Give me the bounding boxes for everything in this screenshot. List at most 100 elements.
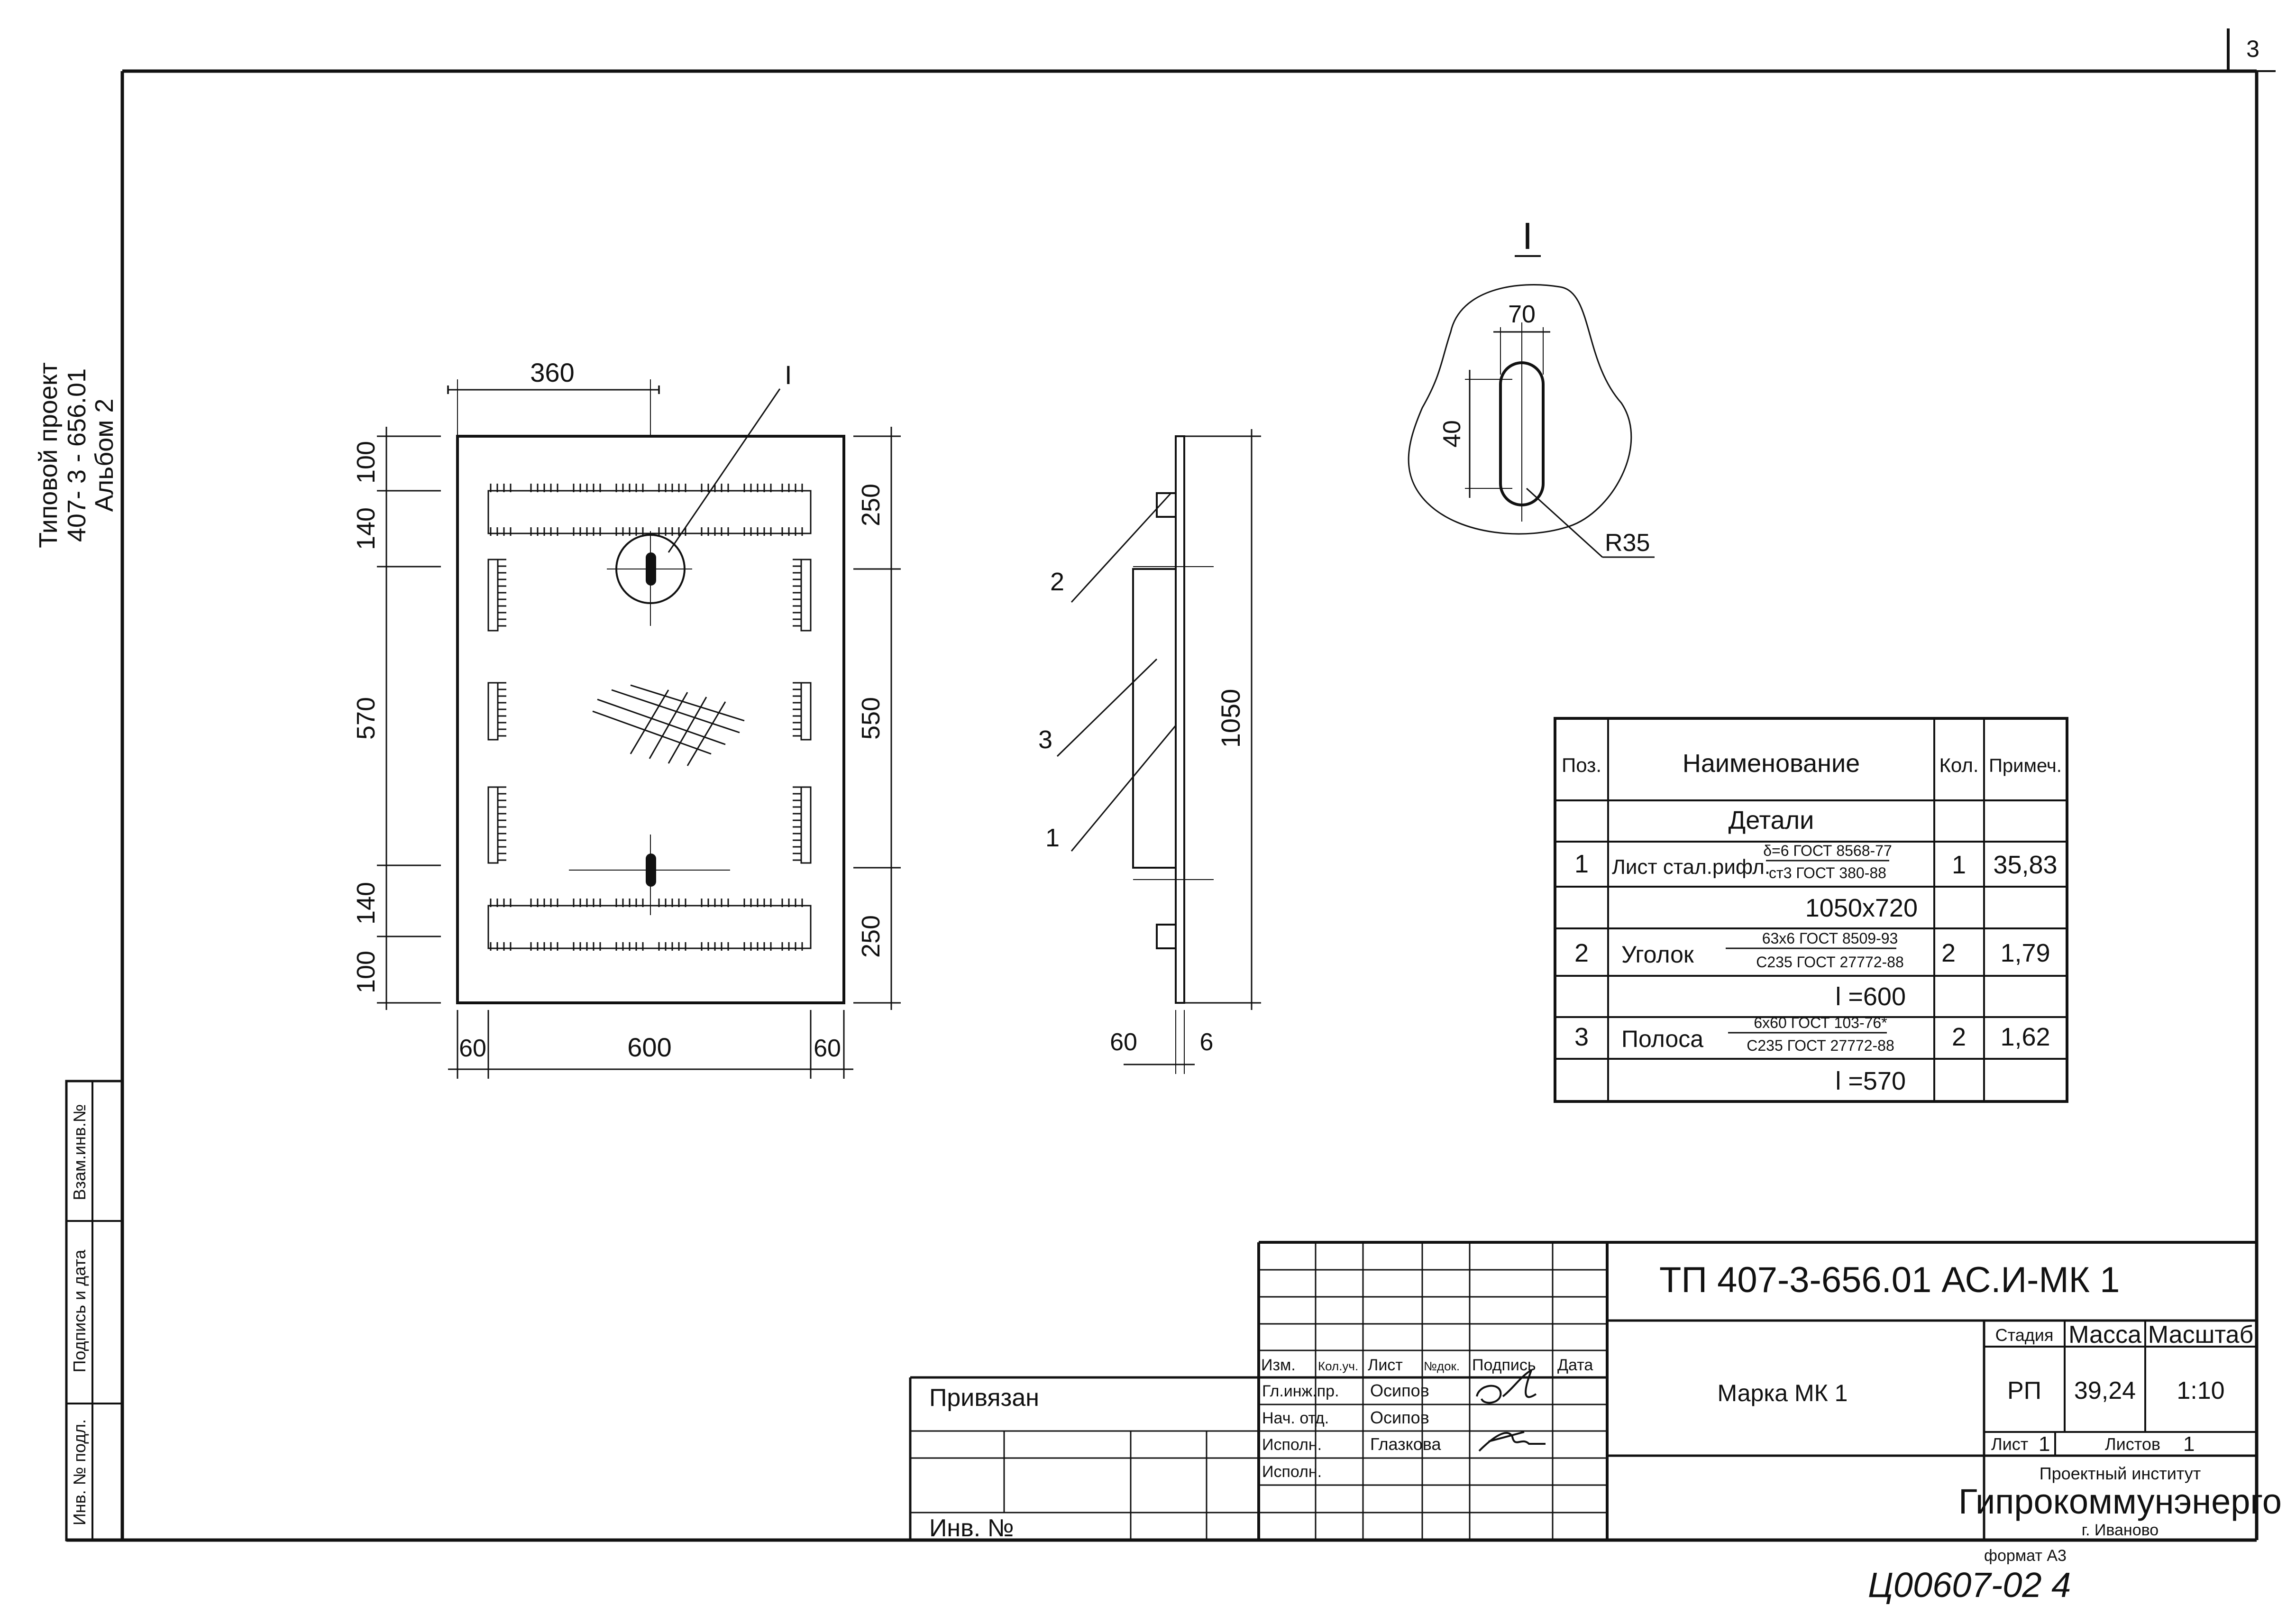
spec-row1-pos: 1 (1574, 850, 1589, 878)
spec-row1-num: δ=6 ГОСТ 8568-77 (1763, 842, 1892, 859)
tb-mass-header: Масса (2068, 1321, 2141, 1349)
stamp-vzam: Взам.инв.№ (70, 1104, 89, 1200)
tb-role-3: Исполн. (1262, 1436, 1322, 1454)
tb-stage-header: Стадия (1995, 1325, 2054, 1345)
tb-institute-line1: Проектный институт (2040, 1464, 2201, 1483)
spec-header-note: Примеч. (1989, 755, 2062, 776)
spec-row1-qty: 1 (1952, 851, 1966, 879)
rib-hatching (490, 484, 803, 951)
detail-I: I 70 40 R35 (1408, 215, 1655, 558)
dim-left-140a: 140 (352, 507, 380, 550)
dim-side-6: 6 (1200, 1028, 1214, 1056)
tb-sheet-value: 1 (2039, 1432, 2050, 1456)
dim-left-570: 570 (352, 697, 380, 740)
dim-side-60: 60 (1110, 1028, 1137, 1056)
side-label-1: 1 (1045, 824, 1060, 852)
spec-row2-qty: 2 (1941, 939, 1956, 967)
tb-col-podpis: Подпись (1472, 1356, 1536, 1374)
tb-sheets-label: Листов (2105, 1434, 2160, 1454)
tb-privyazan: Привязан (929, 1384, 1039, 1412)
side-title: Типовой проект 407- 3 - 656.01 Альбом 2 (34, 362, 119, 548)
dim-left-140b: 140 (352, 882, 380, 925)
handwritten-archive-number: Ц00607-02 4 (1868, 1565, 2071, 1605)
tb-mass: 39,24 (2074, 1377, 2136, 1404)
tb-role-1: Гл.инж.пр. (1262, 1382, 1339, 1400)
side-title-line2: 407- 3 - 656.01 (63, 368, 91, 542)
dim-bottom-60a: 60 (459, 1035, 486, 1062)
detail-dim-70: 70 (1508, 301, 1536, 328)
spec-row2-num: 63x6 ГОСТ 8509-93 (1762, 930, 1898, 947)
tb-sheet-label: Лист (1991, 1434, 2028, 1454)
detail-dim-40: 40 (1438, 420, 1466, 448)
spec-row1-den: ст3 ГОСТ 380-88 (1769, 864, 1886, 881)
tb-doc-code: ТП 407-3-656.01 АС.И-МК 1 (1659, 1260, 2120, 1300)
spec-row3-num: 6x60 ГОСТ 103-76* (1754, 1014, 1887, 1031)
detail-title: I (1522, 215, 1533, 257)
checker-plate-symbol (592, 684, 745, 766)
spec-row2-extra: l =600 (1835, 982, 1906, 1011)
spec-table: Поз. Наименование Кол. Примеч. Детали 1 … (1554, 717, 2068, 1103)
side-stamp: Взам.инв.№ Подпись и дата Инв. № подл. (65, 1080, 124, 1541)
dim-top-360: 360 (530, 358, 574, 387)
plan-view: I 360 100 140 570 140 100 250 550 (352, 358, 901, 1079)
corner-number-text: 3 (2246, 36, 2259, 62)
dim-right-250b: 250 (857, 915, 885, 958)
tb-drawing-name: Марка МК 1 (1718, 1380, 1848, 1406)
tb-col-data: Дата (1557, 1356, 1593, 1374)
title-block: Изм. Кол.уч. Лист №док. Подпись Дата Гл.… (909, 1241, 2282, 1542)
tb-institute-city: г. Иваново (2082, 1521, 2159, 1539)
spec-row2-name: Уголок (1621, 941, 1694, 968)
stamp-podpis: Подпись и дата (70, 1249, 89, 1373)
spec-header-name: Наименование (1683, 749, 1860, 778)
tb-scale-header: Масштаб (2148, 1321, 2253, 1349)
spec-row3-pos: 3 (1574, 1023, 1589, 1051)
tb-role-4: Исполн. (1262, 1463, 1322, 1481)
tb-sheets-value: 1 (2183, 1432, 2195, 1456)
side-title-line3: Альбом 2 (90, 399, 119, 512)
dim-left-100a: 100 (352, 441, 380, 484)
dim-bottom-600: 600 (627, 1032, 671, 1062)
tb-col-ndok: №док. (1424, 1359, 1460, 1373)
stamp-inv-podl: Инв. № подл. (70, 1419, 89, 1525)
tb-inv-no: Инв. № (929, 1514, 1014, 1542)
spec-row1-note: 35,83 (1993, 851, 2057, 879)
dim-bottom-60b: 60 (814, 1035, 841, 1062)
dim-left-100b: 100 (352, 951, 380, 993)
side-label-3: 3 (1038, 725, 1052, 754)
tb-institute-name: Гипрокоммунэнерго (1958, 1482, 2282, 1521)
tb-person-2: Осипов (1370, 1408, 1429, 1427)
spec-row3-den: С235 ГОСТ 27772-88 (1747, 1037, 1894, 1054)
tb-stage: РП (2007, 1377, 2041, 1404)
spec-row2-pos: 2 (1574, 939, 1589, 967)
format-label: формат А3 (1984, 1547, 2067, 1565)
tb-role-2: Нач. отд. (1262, 1409, 1329, 1427)
signature-2 (1478, 1431, 1546, 1452)
plan-callout-I: I (785, 360, 792, 390)
tb-col-list: Лист (1368, 1356, 1403, 1374)
spec-row3-qty: 2 (1952, 1023, 1966, 1051)
spec-row3-note: 1,62 (2000, 1023, 2050, 1051)
dim-right-550: 550 (857, 697, 885, 740)
dim-side-1050: 1050 (1216, 689, 1245, 748)
spec-row2-note: 1,79 (2000, 939, 2050, 967)
side-label-2: 2 (1050, 568, 1064, 596)
detail-radius: R35 (1605, 529, 1650, 557)
side-view: 2 3 1 1050 60 6 (1038, 429, 1261, 1074)
spec-header-qty: Кол. (1939, 754, 1978, 776)
tb-col-koluch: Кол.уч. (1318, 1359, 1358, 1373)
spec-row3-extra: l =570 (1835, 1067, 1906, 1095)
spec-row2-den: С235 ГОСТ 27772-88 (1756, 954, 1904, 971)
corner-sheet-number: 3 (2227, 28, 2276, 72)
side-title-line1: Типовой проект (34, 362, 63, 548)
spec-row1-extra: 1050x720 (1805, 894, 1918, 922)
tb-person-3: Глазкова (1370, 1434, 1441, 1454)
tb-col-izm: Изм. (1261, 1356, 1296, 1374)
tb-person-1: Осипов (1370, 1381, 1429, 1400)
tb-scale: 1:10 (2177, 1377, 2224, 1404)
spec-section-details: Детали (1729, 806, 1814, 835)
spec-header-pos: Поз. (1562, 754, 1601, 776)
signature-1 (1476, 1368, 1537, 1404)
spec-row1-name: Лист стал.рифл. (1612, 855, 1770, 879)
spec-row3-name: Полоса (1621, 1026, 1703, 1052)
